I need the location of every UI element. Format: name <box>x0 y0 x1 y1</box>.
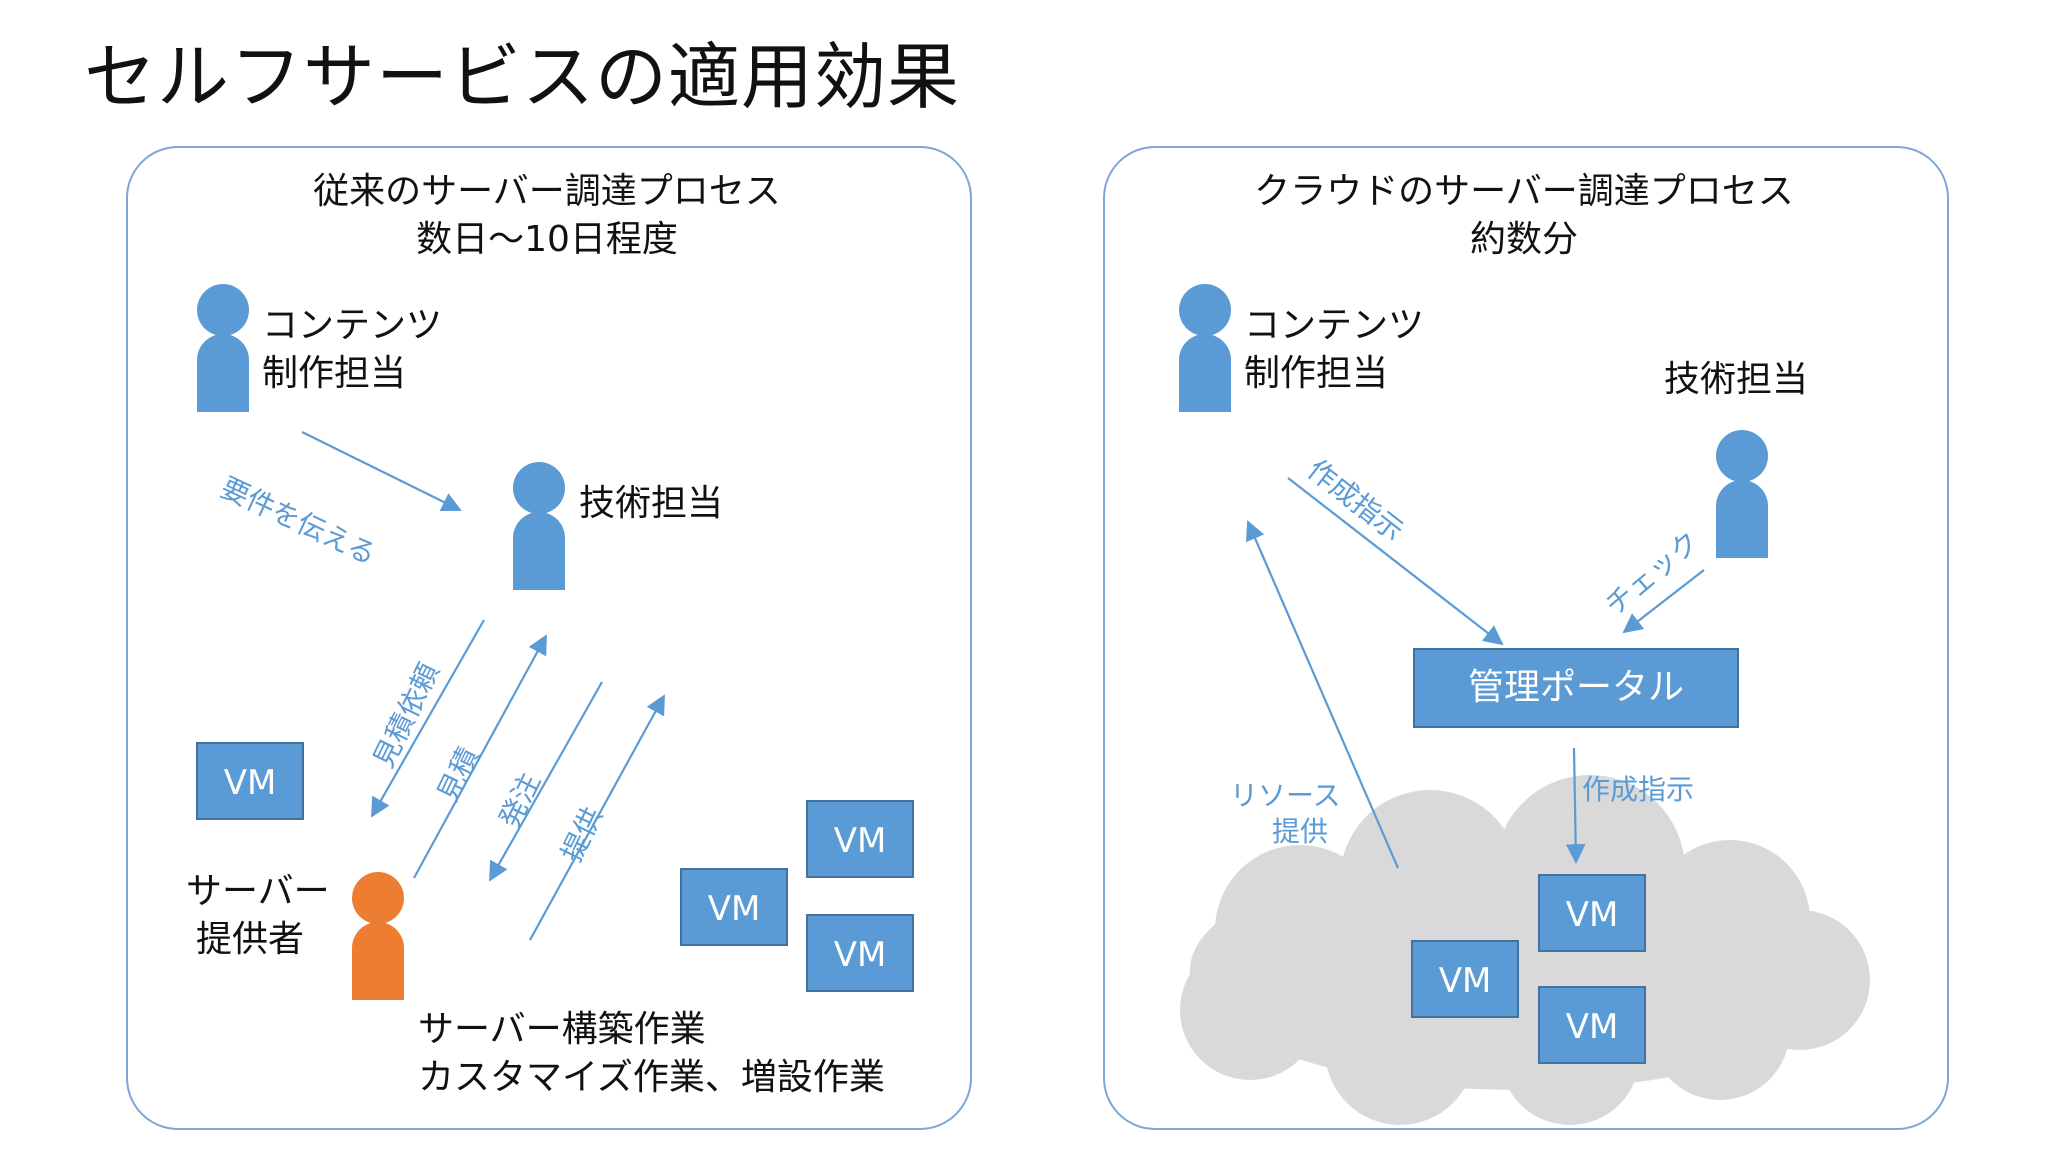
content-creator-label-line2: 制作担当 <box>262 353 407 394</box>
content-creator-person-icon <box>1179 284 1231 412</box>
slide-title: セルフサービスの適用効果 <box>84 35 961 119</box>
cloud-process-heading: クラウドのサーバー調達プロセス <box>1254 171 1794 212</box>
arrow-convey-requirements <box>301 431 462 511</box>
tech-staff-person-icon <box>1716 430 1768 558</box>
cloud-process-duration: 約数分 <box>1469 219 1578 260</box>
tech-staff-label: 技術担当 <box>579 483 724 524</box>
vm-box: VM <box>806 800 914 878</box>
customize-add-work-label: カスタマイズ作業、増設作業 <box>418 1057 885 1098</box>
tech-staff-person-icon <box>513 462 565 590</box>
vm-box: VM <box>1538 986 1646 1064</box>
arrow-request-quote <box>371 619 485 818</box>
arrow-check <box>1622 569 1705 634</box>
tech-staff-label: 技術担当 <box>1664 359 1809 400</box>
content-creator-label-line2: 制作担当 <box>1244 353 1389 394</box>
arrow-resource-provide <box>1246 520 1400 869</box>
server-build-work-label: サーバー構築作業 <box>418 1009 706 1050</box>
content-creator-label-line1: コンテンツ <box>1244 305 1425 346</box>
resource-provide-label-line1: リソース <box>1230 779 1341 812</box>
arrow-quote <box>413 634 547 879</box>
server-provider-label-line2: 提供者 <box>196 919 305 960</box>
arrow-order <box>489 681 603 882</box>
arrow-provide <box>529 694 665 941</box>
create-instruction-2-label: 作成指示 <box>1582 773 1695 806</box>
server-provider-person-icon <box>352 872 404 1000</box>
traditional-process-duration: 数日〜10日程度 <box>416 219 678 260</box>
vm-box: VM <box>196 742 304 820</box>
traditional-process-heading: 従来のサーバー調達プロセス <box>313 171 781 212</box>
resource-provide-label-line2: 提供 <box>1272 815 1329 848</box>
management-portal-box: 管理ポータル <box>1413 648 1739 728</box>
vm-box: VM <box>1411 940 1519 1018</box>
vm-box: VM <box>680 868 788 946</box>
vm-box: VM <box>1538 874 1646 952</box>
server-provider-label-line1: サーバー <box>186 871 330 912</box>
arrow-create-instruction <box>1287 477 1504 646</box>
content-creator-label-line1: コンテンツ <box>262 305 443 346</box>
arrow-create-instruction-2 <box>1565 747 1586 864</box>
content-creator-person-icon <box>197 284 249 412</box>
vm-box: VM <box>806 914 914 992</box>
